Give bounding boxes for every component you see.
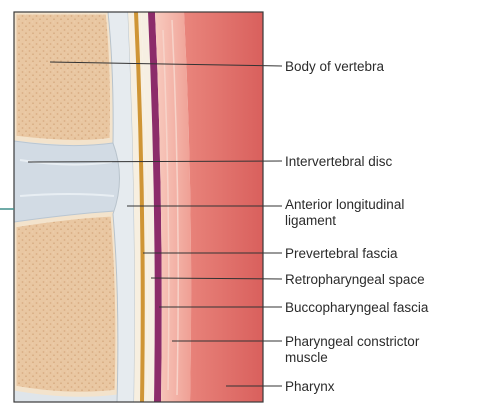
label-retropharyngeal-space: Retropharyngeal space [285, 271, 425, 288]
label-anterior-longitudinal-ligament-2: ligament [285, 212, 336, 229]
label-pharyngeal-constrictor-muscle-1: Pharyngeal constrictor [285, 333, 419, 350]
label-buccopharyngeal-fascia: Buccopharyngeal fascia [285, 299, 428, 316]
label-pharyngeal-constrictor-muscle-2: muscle [285, 349, 328, 366]
lower-vertebra-body [14, 214, 118, 394]
label-anterior-longitudinal-ligament-1: Anterior longitudinal [285, 196, 404, 213]
intervertebral-disc [14, 141, 120, 222]
pharynx-area [184, 12, 263, 402]
label-prevertebral-fascia: Prevertebral fascia [285, 245, 398, 262]
label-body-of-vertebra: Body of vertebra [285, 58, 384, 75]
upper-vertebra-body [14, 12, 113, 143]
label-intervertebral-disc: Intervertebral disc [285, 153, 392, 170]
label-pharynx: Pharynx [285, 378, 335, 395]
